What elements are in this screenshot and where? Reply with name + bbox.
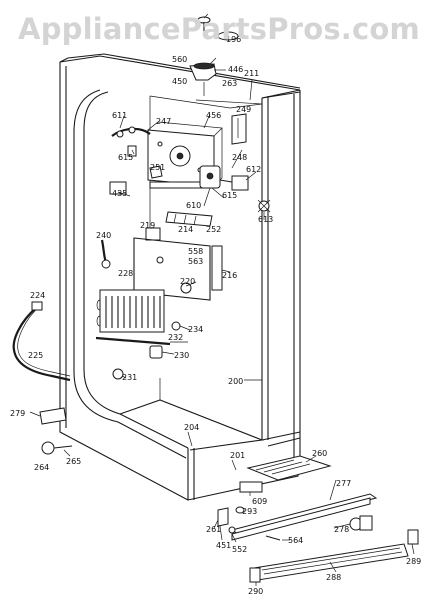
- label-265: 265: [66, 457, 81, 466]
- vent-252: [165, 211, 213, 227]
- part-251: [149, 165, 163, 179]
- label-224: 224: [30, 291, 45, 300]
- drain-trough-232: [95, 336, 171, 346]
- label-615a: 615: [118, 153, 133, 162]
- part-264-265: [41, 441, 73, 455]
- label-615b: 615: [222, 191, 237, 200]
- label-232: 232: [168, 333, 183, 342]
- label-613: 613: [258, 215, 273, 224]
- label-558: 558: [188, 247, 203, 256]
- bracket-249: [231, 113, 247, 145]
- label-552: 552: [232, 545, 247, 554]
- bracket-451: [217, 507, 229, 527]
- label-277: 277: [336, 479, 351, 488]
- part-435: [109, 181, 127, 195]
- label-249: 249: [236, 105, 251, 114]
- label-204: 204: [184, 423, 199, 432]
- label-450: 450: [172, 77, 187, 86]
- label-563: 563: [188, 257, 203, 266]
- part-293: [235, 506, 245, 514]
- drain-tube-225: [12, 301, 71, 382]
- label-278: 278: [334, 525, 349, 534]
- part-234: [171, 321, 181, 331]
- thermostat-assembly: [199, 165, 249, 191]
- label-451: 451: [216, 541, 231, 550]
- part-290: [249, 567, 261, 583]
- label-293: 293: [242, 507, 257, 516]
- leader-lines: [29, 13, 415, 586]
- label-196: 196: [226, 35, 241, 44]
- label-263: 263: [222, 79, 237, 88]
- label-248: 248: [232, 153, 247, 162]
- label-612: 612: [246, 165, 261, 174]
- label-201: 201: [230, 451, 245, 460]
- label-289: 289: [406, 557, 421, 566]
- label-560: 560: [172, 55, 187, 64]
- label-231: 231: [122, 373, 137, 382]
- label-456: 456: [206, 111, 221, 120]
- label-228: 228: [118, 269, 133, 278]
- strip-216: [211, 245, 223, 291]
- label-230: 230: [174, 351, 189, 360]
- label-211: 211: [244, 69, 259, 78]
- top-cap-assembly: [189, 16, 239, 96]
- label-564: 564: [288, 536, 303, 545]
- part-278: [349, 515, 373, 531]
- part-240: [100, 239, 111, 269]
- screw-552: [228, 526, 236, 534]
- evaporator-cover: [133, 237, 211, 301]
- label-288: 288: [326, 573, 341, 582]
- label-264: 264: [34, 463, 49, 472]
- label-279: 279: [10, 409, 25, 418]
- part-289: [407, 529, 419, 545]
- evaporator-coil: [96, 289, 165, 333]
- part-564: [265, 535, 281, 541]
- part-279: [39, 407, 67, 425]
- knob-613: [257, 199, 271, 213]
- wire-harness-611: [111, 126, 151, 157]
- label-219: 219: [140, 221, 155, 230]
- label-216: 216: [222, 271, 237, 280]
- label-610: 610: [186, 201, 201, 210]
- part-230: [149, 345, 163, 359]
- label-252: 252: [206, 225, 221, 234]
- label-247: 247: [156, 117, 171, 126]
- label-435: 435: [112, 189, 127, 198]
- base-rail-277: [230, 493, 378, 541]
- label-220: 220: [180, 277, 195, 286]
- label-251: 251: [150, 163, 165, 172]
- label-234: 234: [188, 325, 203, 334]
- label-260: 260: [312, 449, 327, 458]
- label-446: 446: [228, 65, 243, 74]
- part-labels: 196 560 446 450 211 263 456 249 611 247 …: [10, 35, 421, 596]
- label-225: 225: [28, 351, 43, 360]
- label-261: 261: [206, 525, 221, 534]
- label-609: 609: [252, 497, 267, 506]
- label-240: 240: [96, 231, 111, 240]
- label-200: 200: [228, 377, 243, 386]
- tray-260: [246, 455, 332, 481]
- part-609: [239, 481, 263, 493]
- label-611: 611: [112, 111, 127, 120]
- label-214: 214: [178, 225, 193, 234]
- part-231: [112, 368, 124, 380]
- label-290: 290: [248, 587, 263, 596]
